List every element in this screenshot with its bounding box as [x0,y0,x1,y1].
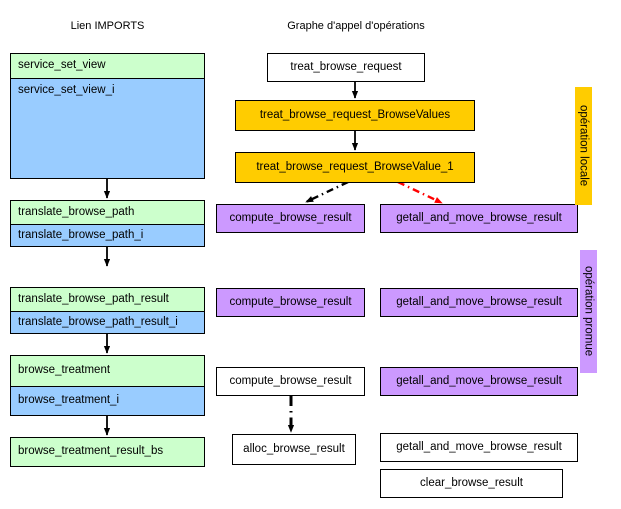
import-node-header: translate_browse_path_result [11,288,204,311]
import-node-service-set-view[interactable]: service_set_view service_set_view_i [10,53,205,179]
left-column-title: Lien IMPORTS [70,20,145,32]
op-node-getall-and-move-browse-result-promoted-3[interactable]: getall_and_move_browse_result [380,367,578,396]
import-node-body: translate_browse_path_result_i [11,311,204,333]
import-node-body: service_set_view_i [11,78,204,178]
edge-browsevalue1-to-getall [397,180,443,205]
op-node-getall-and-move-browse-result-promoted-1[interactable]: getall_and_move_browse_result [380,204,578,233]
import-node-body: browse_treatment_i [11,386,204,415]
op-node-getall-and-move-browse-result-promoted-2[interactable]: getall_and_move_browse_result [380,288,578,317]
import-node-body: translate_browse_path_i [11,224,204,246]
import-node-translate-browse-path-result[interactable]: translate_browse_path_result translate_b… [10,287,205,334]
legend-operation-promue: opération promue [580,250,597,373]
op-node-treat-browse-request-browsevalue-1[interactable]: treat_browse_request_BrowseValue_1 [235,152,475,183]
import-node-browse-treatment[interactable]: browse_treatment browse_treatment_i [10,355,205,416]
import-node-header: service_set_view [11,54,204,78]
op-node-treat-browse-request[interactable]: treat_browse_request [267,53,425,82]
op-node-alloc-browse-result[interactable]: alloc_browse_result [232,434,356,465]
import-node-browse-treatment-result-bs[interactable]: browse_treatment_result_bs [10,437,205,467]
op-node-clear-browse-result[interactable]: clear_browse_result [380,469,563,498]
edge-browsevalue1-to-compute [305,180,349,204]
import-node-header: browse_treatment [11,356,204,386]
op-node-treat-browse-request-browsevalues[interactable]: treat_browse_request_BrowseValues [235,100,475,131]
import-node-header: translate_browse_path [11,201,204,224]
import-node-translate-browse-path[interactable]: translate_browse_path translate_browse_p… [10,200,205,247]
legend-operation-locale: opération locale [575,87,592,205]
op-node-getall-and-move-browse-result-white[interactable]: getall_and_move_browse_result [380,433,578,462]
legend-operation-promue-text: opération promue [582,266,595,357]
legend-operation-locale-text: opération locale [577,105,590,187]
op-node-compute-browse-result-local[interactable]: compute_browse_result [216,367,365,396]
op-node-compute-browse-result-promoted-2[interactable]: compute_browse_result [216,288,365,317]
right-column-title: Graphe d'appel d'opérations [287,20,425,32]
op-node-compute-browse-result-promoted-1[interactable]: compute_browse_result [216,204,365,233]
